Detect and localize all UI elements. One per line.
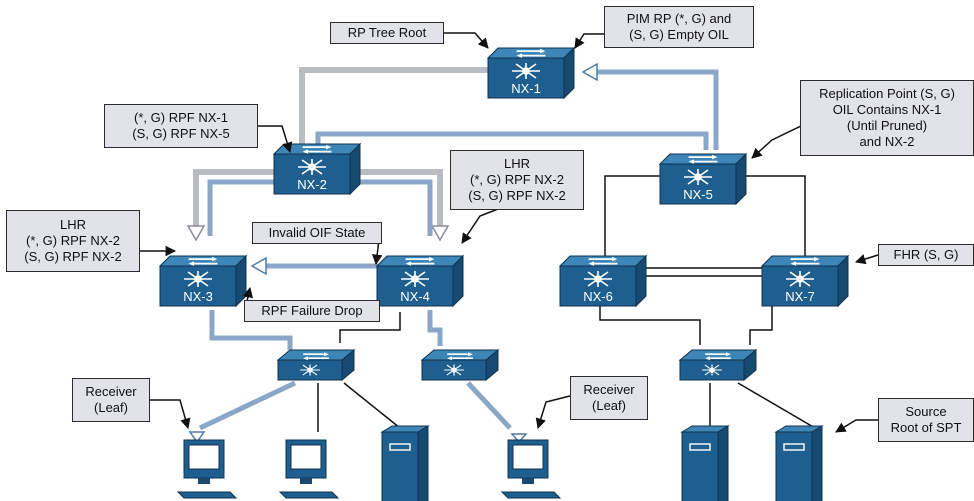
end-devices — [176, 425, 824, 501]
shared-tree-path — [193, 67, 495, 229]
server-source-right[interactable] — [774, 425, 824, 501]
replication-point-line-1: Replication Point (S, G) — [819, 86, 955, 101]
switch-label-nx3: NX-3 — [183, 289, 213, 304]
access-switch-right[interactable] — [678, 348, 758, 382]
source-line-2: Root of SPT — [890, 420, 962, 435]
receiver-left-line-1: Receiver — [85, 384, 137, 399]
fhr-label: FHR (S, G) — [878, 244, 974, 266]
receiver-right-line-1: Receiver — [583, 382, 635, 397]
callout-arrows — [140, 32, 879, 433]
rp-tree-root-label: RP Tree Root — [330, 22, 444, 44]
switch-nx5[interactable]: NX-5 — [658, 152, 748, 206]
switch-label-nx2: NX-2 — [297, 177, 327, 192]
replication-point-line-4: and NX-2 — [859, 134, 915, 149]
source-tree-path — [198, 69, 719, 431]
lhr-nx4-line-1: LHR — [503, 156, 530, 171]
pim-rp-line-1: PIM RP (*, G) and — [626, 11, 732, 26]
physical-links — [317, 175, 816, 432]
replication-point-line-2: OIL Contains NX-1 — [832, 102, 942, 117]
switch-label-nx6: NX-6 — [583, 289, 613, 304]
switch-nx7[interactable]: NX-7 — [760, 254, 850, 308]
lhr-nx4-line-2: (*, G) RPF NX-2 — [470, 172, 564, 187]
server-source-left[interactable] — [680, 425, 730, 501]
rpf-failure-text: RPF Failure Drop — [261, 303, 363, 318]
rpf-failure-label: RPF Failure Drop — [244, 300, 380, 322]
devices: NX-1NX-2NX-3 NX-4 NX-5NX-6 NX-7 — [158, 46, 850, 382]
invalid-oif-label: Invalid OIF State — [252, 222, 382, 244]
switch-label-nx5: NX-5 — [683, 187, 713, 202]
switch-nx1[interactable]: NX-1 — [486, 46, 576, 100]
switch-label-nx1: NX-1 — [511, 81, 541, 96]
receiver-pc-left[interactable] — [176, 439, 238, 499]
pim-rp-line-2: (S, G) Empty OIL — [629, 27, 729, 42]
lhr-nx3-line-2: (*, G) RPF NX-2 — [26, 233, 120, 248]
switch-nx2[interactable]: NX-2 — [272, 142, 362, 196]
pim-rp-label: PIM RP (*, G) and (S, G) Empty OIL — [604, 6, 754, 48]
nx2-rpf-line-2: (S, G) RPF NX-5 — [132, 126, 230, 141]
replication-point-label: Replication Point (S, G) OIL Contains NX… — [800, 80, 974, 156]
replication-point-line-3: (Until Pruned) — [846, 118, 928, 133]
switch-nx4[interactable]: NX-4 — [375, 254, 465, 308]
source-label: Source Root of SPT — [878, 398, 974, 442]
receiver-left-line-2: (Leaf) — [94, 400, 128, 415]
lhr-nx3-line-3: (S, G) RPF NX-2 — [24, 249, 122, 264]
pc-middle[interactable] — [278, 439, 340, 499]
server-left[interactable] — [380, 425, 430, 501]
switch-nx3[interactable]: NX-3 — [158, 254, 248, 308]
fhr-text: FHR (S, G) — [893, 247, 959, 262]
invalid-oif-text: Invalid OIF State — [268, 225, 366, 240]
lhr-nx4-line-3: (S, G) RPF NX-2 — [468, 188, 566, 203]
receiver-left-label: Receiver (Leaf) — [72, 378, 150, 422]
lhr-nx4-label: LHR (*, G) RPF NX-2 (S, G) RPF NX-2 — [450, 150, 584, 210]
rp-tree-root-text: RP Tree Root — [347, 25, 427, 40]
source-line-1: Source — [905, 404, 947, 419]
access-switch-left[interactable] — [276, 348, 356, 382]
nx2-rpf-label: (*, G) RPF NX-1 (S, G) RPF NX-5 — [104, 104, 258, 148]
lhr-nx3-line-1: LHR — [59, 217, 86, 232]
shared-tree-arrowheads — [186, 225, 450, 242]
access-switch-middle[interactable] — [420, 348, 500, 382]
switch-nx6[interactable]: NX-6 — [558, 254, 648, 308]
source-tree-arrowheads — [188, 62, 598, 444]
switch-label-nx7: NX-7 — [785, 289, 815, 304]
receiver-right-line-2: (Leaf) — [592, 398, 626, 413]
receiver-right-label: Receiver (Leaf) — [570, 376, 648, 420]
lhr-nx3-label: LHR (*, G) RPF NX-2 (S, G) RPF NX-2 — [6, 210, 140, 272]
receiver-pc-right[interactable] — [500, 439, 562, 499]
switch-label-nx4: NX-4 — [400, 289, 430, 304]
nx2-rpf-line-1: (*, G) RPF NX-1 — [134, 110, 228, 125]
